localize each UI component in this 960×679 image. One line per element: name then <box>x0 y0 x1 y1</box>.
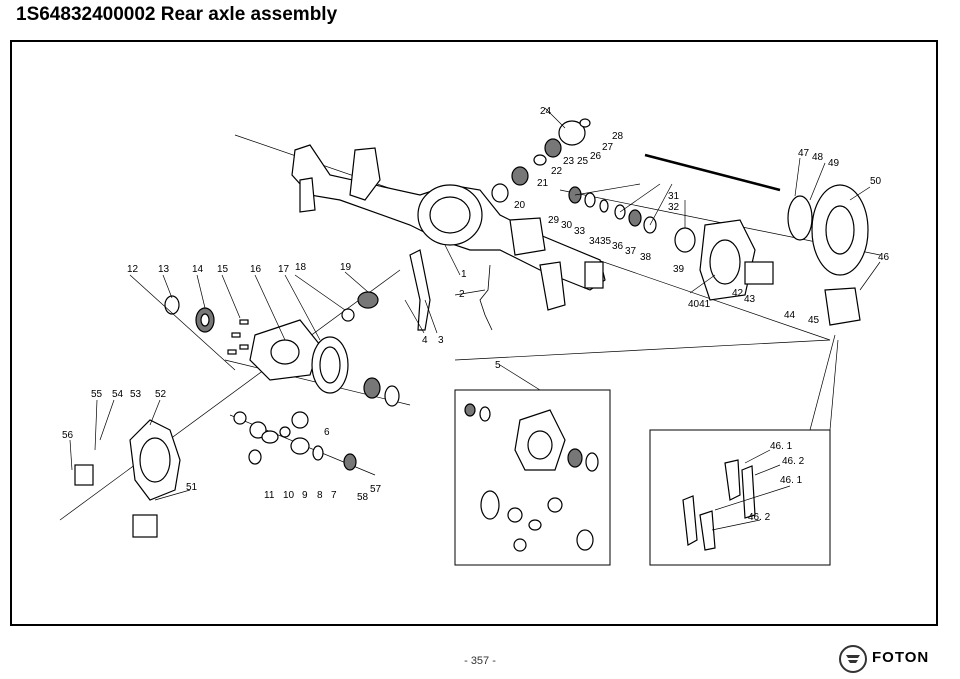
callout-4: 4 <box>422 335 428 346</box>
callout-9: 9 <box>302 490 308 501</box>
callout-11: 11 <box>264 490 275 501</box>
inset-box-5 <box>454 364 611 566</box>
inset-box-46 <box>649 334 839 566</box>
callout-49: 49 <box>828 158 840 169</box>
callout-47: 47 <box>798 148 810 159</box>
callout-7: 7 <box>331 490 337 501</box>
callout-16: 16 <box>250 264 262 275</box>
callout-26: 26 <box>590 151 602 162</box>
callout-32: 32 <box>668 202 680 213</box>
brand-logo: FOTON <box>838 644 948 674</box>
callout-13: 13 <box>158 264 170 275</box>
callout-55: 55 <box>91 389 103 400</box>
callout-8: 8 <box>317 490 323 501</box>
leader-lines <box>69 107 881 531</box>
callout-25: 25 <box>577 156 589 167</box>
callout-38: 38 <box>640 252 652 263</box>
callout-58: 58 <box>357 492 369 503</box>
brand-name: FOTON <box>872 649 930 666</box>
callout-labels: 1 2 3 4 5 6 7 8 9 10 11 12 13 14 15 16 1… <box>62 106 890 523</box>
callout-23: 23 <box>563 156 575 167</box>
page-number: - 357 - <box>464 655 496 667</box>
callout-39: 39 <box>673 264 685 275</box>
callout-43: 43 <box>744 294 756 305</box>
callout-46: 46 <box>878 252 890 263</box>
callout-22: 22 <box>551 166 563 177</box>
callout-3: 3 <box>438 335 444 346</box>
pinion-parts <box>491 118 591 203</box>
foton-emblem-icon <box>839 645 867 673</box>
callout-21: 21 <box>537 178 549 189</box>
callout-57: 57 <box>370 484 382 495</box>
callout-14: 14 <box>192 264 204 275</box>
callout-6: 6 <box>324 427 330 438</box>
callout-45: 45 <box>808 315 820 326</box>
callout-54: 54 <box>112 389 124 400</box>
callout-18: 18 <box>295 262 307 273</box>
callout-46-2-bottom: 46. 2 <box>748 512 771 523</box>
diagram-frame <box>10 40 938 626</box>
callout-50: 50 <box>870 176 882 187</box>
callout-5: 5 <box>495 360 501 371</box>
leader-to-46 <box>454 339 831 361</box>
callout-27: 27 <box>602 142 614 153</box>
callout-42: 42 <box>732 288 744 299</box>
callout-48: 48 <box>812 152 824 163</box>
hub-assembly <box>568 153 869 326</box>
callout-10: 10 <box>283 490 295 501</box>
page-title: 1S64832400002 Rear axle assembly <box>16 4 338 25</box>
diff-cover <box>74 419 181 538</box>
callout-44: 44 <box>784 310 796 321</box>
callout-28: 28 <box>612 131 624 142</box>
callout-33: 33 <box>574 226 586 237</box>
callout-24: 24 <box>540 106 552 117</box>
brake-line <box>479 264 493 331</box>
callout-12: 12 <box>127 264 139 275</box>
callout-46-1-top: 46. 1 <box>770 441 793 452</box>
callout-46-1-bottom: 46. 1 <box>780 475 803 486</box>
differential-left <box>164 291 400 407</box>
callout-31: 31 <box>668 191 680 202</box>
callout-20: 20 <box>514 200 526 211</box>
callout-1: 1 <box>461 269 467 280</box>
callout-30: 30 <box>561 220 573 231</box>
callout-46-2-top: 46. 2 <box>782 456 805 467</box>
axis-line-left <box>59 269 401 521</box>
gear-set <box>233 411 357 471</box>
callout-36: 36 <box>612 241 624 252</box>
callout-19: 19 <box>340 262 352 273</box>
bracket-3 <box>409 249 431 331</box>
callout-52: 52 <box>155 389 167 400</box>
callout-29: 29 <box>548 215 560 226</box>
axle-housing <box>291 144 606 311</box>
callout-17: 17 <box>278 264 290 275</box>
callout-37: 37 <box>625 246 637 257</box>
callout-51: 51 <box>186 482 198 493</box>
callout-15: 15 <box>217 264 229 275</box>
callout-2: 2 <box>459 289 465 300</box>
callout-53: 53 <box>130 389 142 400</box>
callout-4041: 4041 <box>688 299 711 310</box>
callout-56: 56 <box>62 430 74 441</box>
callout-35: 35 <box>600 236 612 247</box>
callout-34: 34 <box>589 236 601 247</box>
